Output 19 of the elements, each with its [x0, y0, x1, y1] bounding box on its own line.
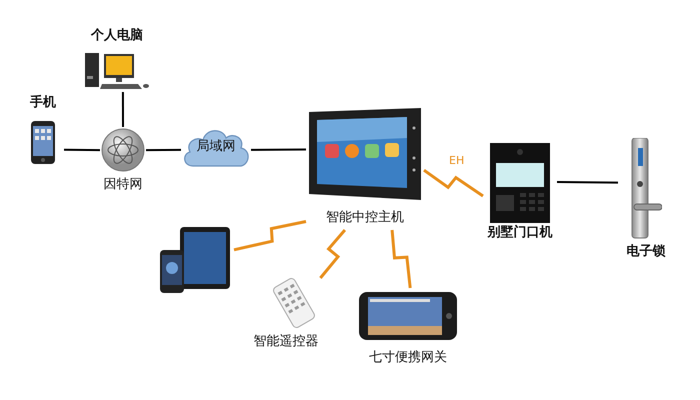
connector-line	[64, 148, 100, 152]
node-label: 局域网	[196, 139, 236, 155]
lightning-bolt	[234, 220, 306, 252]
connector-line	[122, 92, 124, 127]
connector-line	[146, 148, 181, 152]
lightning-bolt	[390, 230, 412, 288]
node-label: 别墅门口机	[486, 225, 554, 241]
lightning-bolt	[423, 168, 484, 198]
connector-line	[556, 181, 618, 184]
connector-line	[251, 148, 306, 151]
node-label: 电子锁	[626, 244, 666, 260]
node-label: 个人电脑	[90, 28, 144, 44]
node-label: 智能中控主机	[325, 210, 405, 226]
edge-label: EH	[448, 155, 466, 167]
node-label: 因特网	[102, 177, 144, 193]
lightning-bolt	[319, 229, 346, 279]
node-label: 七寸便携网关	[368, 350, 448, 366]
node-label: 手机	[29, 95, 57, 111]
node-label: 智能遥控器	[252, 334, 320, 350]
